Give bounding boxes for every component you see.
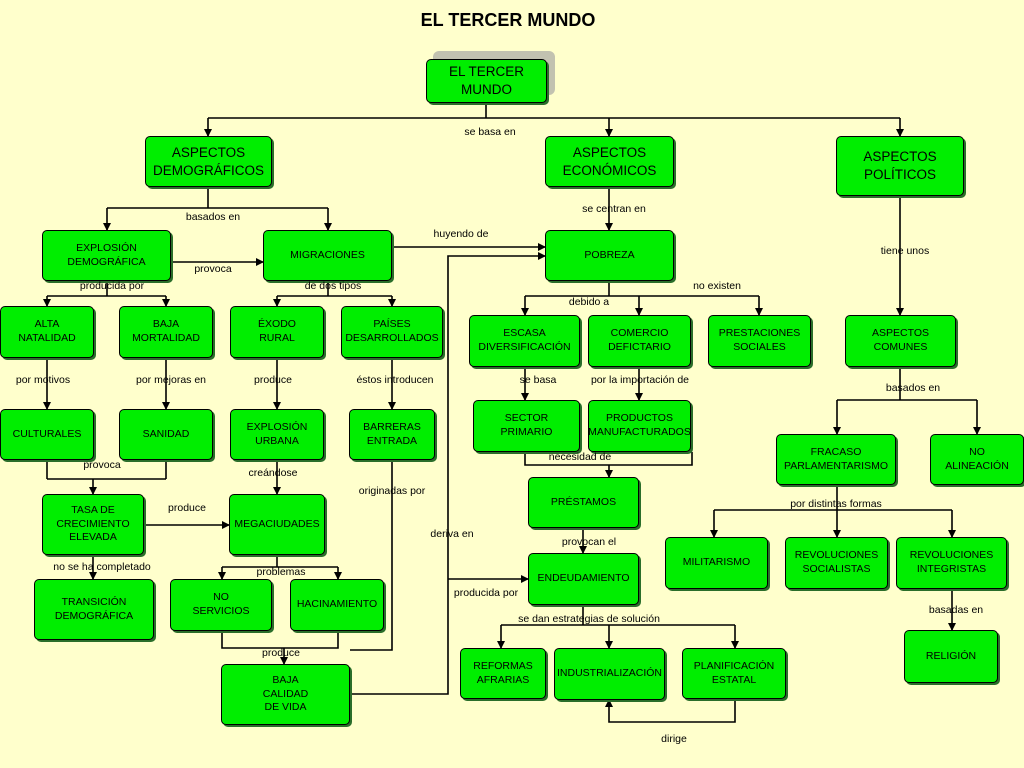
label-originadas-por: originadas por: [358, 485, 426, 497]
label-dirige: dirige: [661, 733, 687, 745]
label-provocan-el: provocan el: [561, 536, 617, 548]
node-exodo-rural[interactable]: ÉXODO RURAL: [230, 306, 324, 358]
node-hacinamiento[interactable]: HACINAMIENTO: [290, 579, 384, 631]
node-baja-mortalidad[interactable]: BAJA MORTALIDAD: [119, 306, 213, 358]
node-transicion-demografica[interactable]: TRANSICIÓN DEMOGRÁFICA: [34, 579, 154, 640]
node-paises-desarrollados[interactable]: PAÍSES DESARROLLADOS: [341, 306, 443, 358]
page-title: EL TERCER MUNDO: [420, 10, 596, 30]
label-basados-en: basados en: [185, 211, 241, 223]
node-aspectos-comunes[interactable]: ASPECTOS COMUNES: [845, 315, 956, 367]
node-industrializacion[interactable]: INDUSTRIALIZACIÓN: [554, 648, 665, 700]
node-prestaciones-sociales[interactable]: PRESTACIONES SOCIALES: [708, 315, 811, 367]
label-estos-introducen: éstos introducen: [356, 374, 434, 386]
label-producida-por: producida por: [79, 280, 145, 292]
node-aspectos-demograficos[interactable]: ASPECTOS DEMOGRÁFICOS: [145, 136, 272, 187]
node-alta-natalidad[interactable]: ALTA NATALIDAD: [0, 306, 94, 358]
label-deriva-en: deriva en: [430, 528, 474, 540]
node-culturales[interactable]: CULTURALES: [0, 409, 94, 460]
label-provoca-2: provoca: [83, 459, 121, 471]
label-necesidad-de: necesidad de: [548, 451, 612, 463]
node-pobreza[interactable]: POBREZA: [545, 230, 674, 281]
label-por-distintas-formas: por distintas formas: [790, 498, 882, 510]
node-revoluciones-integristas[interactable]: REVOLUCIONES INTEGRISTAS: [896, 537, 1007, 589]
node-megaciudades[interactable]: MEGACIUDADES: [229, 494, 325, 555]
label-produce: produce: [254, 374, 292, 386]
node-migraciones[interactable]: MIGRACIONES: [263, 230, 392, 281]
node-no-servicios[interactable]: NO SERVICIOS: [170, 579, 272, 631]
label-se-centran-en: se centran en: [582, 203, 646, 215]
label-creandose: creándose: [248, 467, 298, 479]
node-comercio-deficitario[interactable]: COMERCIO DEFICTARIO: [588, 315, 691, 367]
node-aspectos-politicos[interactable]: ASPECTOS POLÍTICOS: [836, 136, 964, 196]
node-sanidad[interactable]: SANIDAD: [119, 409, 213, 460]
node-reformas-agrarias[interactable]: REFORMAS AFRARIAS: [460, 648, 546, 699]
node-religion[interactable]: RELIGIÓN: [904, 630, 998, 683]
label-tiene-unos: tiene unos: [880, 245, 930, 257]
node-el-tercer-mundo[interactable]: EL TERCER MUNDO: [426, 59, 547, 103]
label-se-basa-en: se basa en: [464, 126, 516, 138]
label-problemas: problemas: [256, 566, 306, 578]
node-fracaso-parlamentarismo[interactable]: FRACASO PARLAMENTARISMO: [776, 434, 896, 485]
label-provoca: provoca: [194, 263, 232, 275]
node-planificacion-estatal[interactable]: PLANIFICACIÓN ESTATAL: [682, 648, 786, 699]
label-basadas-en: basadas en: [928, 604, 984, 616]
node-no-alineacion[interactable]: NO ALINEACIÓN: [930, 434, 1024, 485]
label-produce-2: produce: [168, 502, 206, 514]
label-por-mejoras-en: por mejoras en: [135, 374, 207, 386]
label-huyendo-de: huyendo de: [433, 228, 489, 240]
node-tasa-crecimiento[interactable]: TASA DE CRECIMIENTO ELEVADA: [42, 494, 144, 555]
label-de-dos-tipos: de dos tipos: [304, 280, 362, 292]
label-producida-por-2: producida por: [453, 587, 519, 599]
label-basados-en-2: basados en: [885, 382, 941, 394]
node-sector-primario[interactable]: SECTOR PRIMARIO: [473, 400, 580, 452]
label-se-basa: se basa: [519, 374, 557, 386]
node-escasa-diversificacion[interactable]: ESCASA DIVERSIFICACIÓN: [469, 315, 580, 367]
label-produce-3: produce: [262, 647, 300, 659]
label-no-se-ha-completado: no se ha completado: [53, 561, 151, 573]
label-no-existen: no existen: [693, 280, 741, 292]
node-aspectos-economicos[interactable]: ASPECTOS ECONÓMICOS: [545, 136, 674, 187]
node-prestamos[interactable]: PRÉSTAMOS: [528, 477, 639, 528]
node-productos-manufacturados[interactable]: PRODUCTOS MANUFACTURADOS: [588, 400, 691, 452]
node-explosion-urbana[interactable]: EXPLOSIÓN URBANA: [230, 409, 324, 460]
label-por-la-importacion-de: por la importación de: [590, 374, 690, 386]
node-baja-calidad-vida[interactable]: BAJA CALIDAD DE VIDA: [221, 664, 350, 725]
node-revoluciones-socialistas[interactable]: REVOLUCIONES SOCIALISTAS: [785, 537, 888, 589]
label-se-dan-estrategias: se dan estrategias de solución: [518, 613, 660, 625]
node-explosion-demografica[interactable]: EXPLOSIÓN DEMOGRÁFICA: [42, 230, 171, 281]
label-por-motivos: por motivos: [15, 374, 71, 386]
node-militarismo[interactable]: MILITARISMO: [665, 537, 768, 589]
label-debido-a: debido a: [568, 296, 610, 308]
node-endeudamiento[interactable]: ENDEUDAMIENTO: [528, 553, 639, 605]
node-barreras-entrada[interactable]: BARRERAS ENTRADA: [349, 409, 435, 460]
